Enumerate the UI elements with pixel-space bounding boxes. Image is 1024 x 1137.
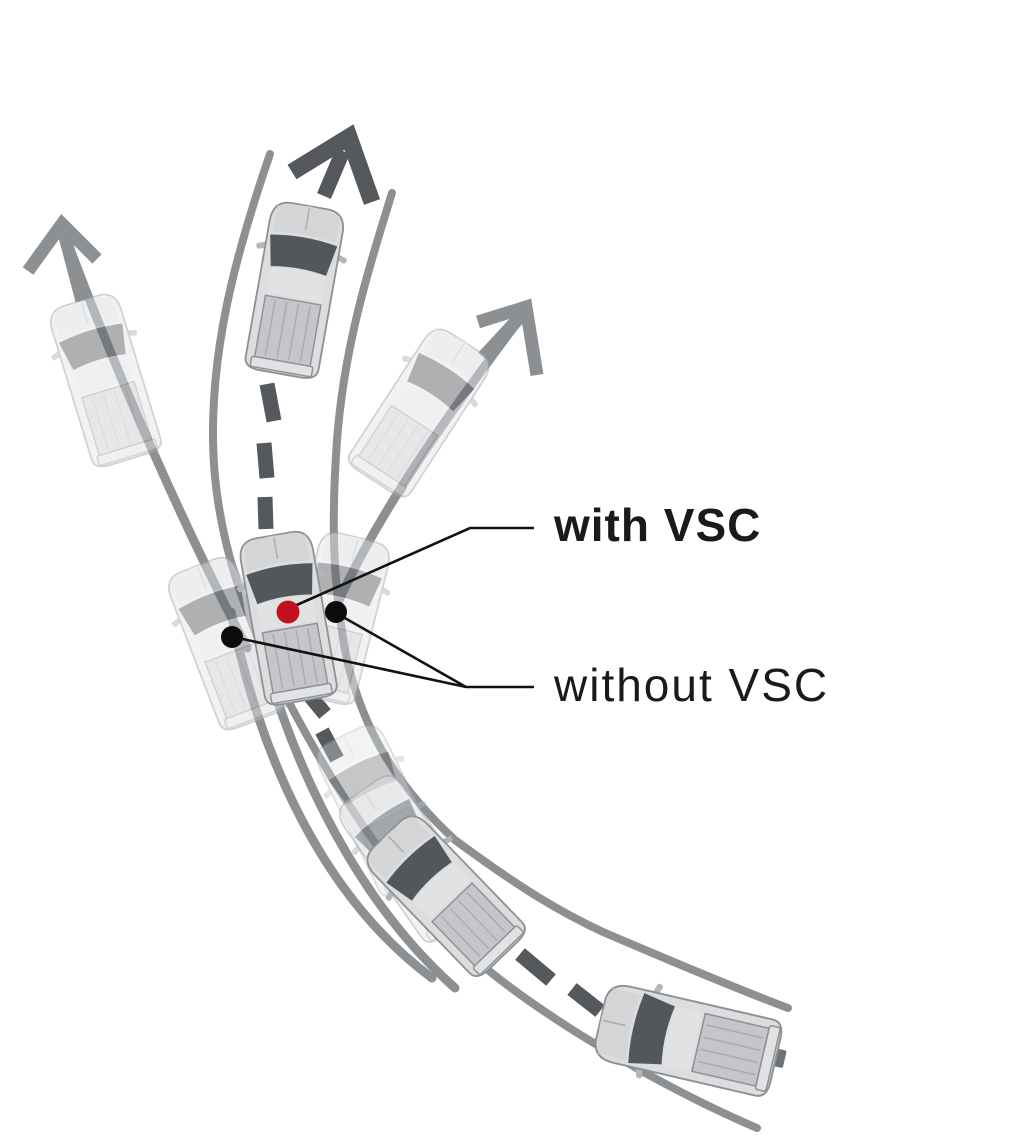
left-skid-arrow-icon [22,214,102,303]
lane-dash [567,983,605,1017]
leader-line-with-vsc [289,526,534,610]
with-vsc-dot [276,600,300,624]
truck-right-skid-ghost [336,317,504,507]
without-vsc-dot-left [221,626,243,648]
lane-dash [256,442,275,479]
label-with-vsc: with VSC [553,499,761,551]
leader-line-without-vsc-right [335,611,467,689]
lane-dash [259,382,282,423]
label-without-vsc: without VSC [553,659,829,711]
road-outer-edge [208,150,761,1132]
lane-dash [257,496,274,530]
trucks [37,198,787,1108]
without-vsc-dot-right [325,601,347,623]
right-skid-arrow-icon [476,298,544,377]
intended-path-arrow-icon [287,124,381,205]
leader-lines [232,526,534,689]
truck-left-skid-ghost [37,287,173,473]
truck-intended-path-top [234,198,356,382]
lane-dash [515,948,556,986]
